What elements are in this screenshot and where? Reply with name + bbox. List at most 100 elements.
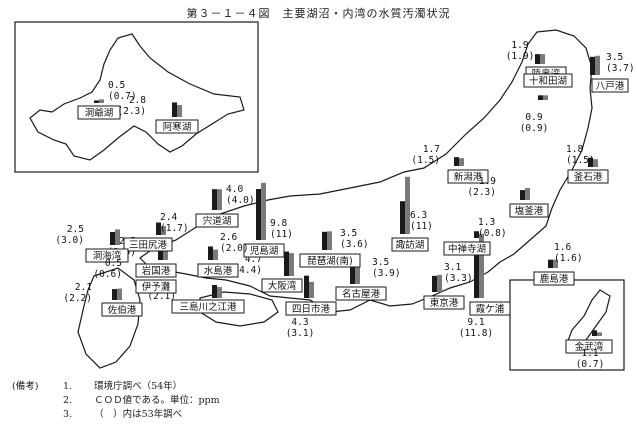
note-row: (備考) 1. 環境庁調べ（54年） <box>12 380 220 394</box>
bar-current <box>156 222 161 235</box>
location-label-box <box>135 279 177 294</box>
bar-current <box>590 56 595 75</box>
value-label-previous: (11.8) <box>459 328 493 339</box>
bar-current <box>548 259 553 268</box>
bar-current <box>172 102 177 117</box>
value-label-previous: (4.4) <box>233 265 262 276</box>
value-label-current: 1.7 <box>423 144 440 155</box>
bar-current <box>112 289 117 300</box>
location-label: 三田尻港 <box>129 239 168 251</box>
value-label-current: 1.9 <box>479 176 496 187</box>
location-label-box <box>135 263 177 278</box>
bar-previous <box>479 236 484 298</box>
bar-current <box>432 275 437 292</box>
bar-previous <box>161 226 166 235</box>
value-label-current: 9.1 <box>467 317 484 328</box>
label-layer: 洞爺湖0.5(0.7)阿寒湖2.8(2.3)陸奥湾1.9(1.9)八戸港3.5(… <box>55 40 634 370</box>
note-number: 2. <box>63 395 73 406</box>
value-label-current: 0.9 <box>525 112 542 123</box>
value-label-previous: (0.7) <box>108 91 137 102</box>
value-label-previous: (0.9) <box>520 123 549 134</box>
note-row: 3. （ ）内は53年調べ <box>12 408 220 422</box>
location-label-box <box>567 169 609 184</box>
bar-previous <box>117 288 122 300</box>
location-label-box <box>171 299 245 314</box>
location-label-box <box>195 213 239 228</box>
value-label-current: 1.8 <box>566 144 583 155</box>
location-label: 東京港 <box>430 297 459 309</box>
value-label-current: 3.5 <box>606 52 623 63</box>
value-label-current: 1.6 <box>554 242 571 253</box>
bar-layer <box>94 54 602 336</box>
location-label-box <box>101 302 143 317</box>
value-label-current: 2.1 <box>75 282 92 293</box>
value-label-previous: (3.1) <box>286 328 315 339</box>
notes: (備考) 1. 環境庁調べ（54年） 2. ＣＯＤ値である。単位：ppm 3. … <box>12 380 220 422</box>
bar-previous <box>553 259 558 268</box>
note-row: 2. ＣＯＤ値である。単位：ppm <box>12 394 220 408</box>
bar-previous <box>289 253 294 276</box>
value-label-previous: (0.6) <box>93 269 122 280</box>
chart-title: 第３－１－４図 主要湖沼・内湾の水質汚濁状況 <box>186 7 451 20</box>
location-label: 金武湾 <box>575 341 604 353</box>
location-label-box <box>443 241 491 256</box>
value-label-current: 6.3 <box>410 210 427 221</box>
location-label: 四日市港 <box>292 303 331 315</box>
bar-previous <box>479 233 484 238</box>
location-label-box <box>533 271 575 286</box>
location-label-box <box>335 286 387 301</box>
note-number: 3. <box>63 409 73 420</box>
bar-current <box>474 231 479 238</box>
location-label: 洞爺湖 <box>85 107 114 119</box>
value-label-previous: (3.3) <box>444 273 473 284</box>
bar-previous <box>405 176 410 234</box>
value-label-previous: (4.0) <box>226 195 255 206</box>
location-label-box <box>77 105 121 120</box>
bar-current <box>304 275 309 298</box>
bar-current <box>212 189 217 210</box>
shikoku-outline <box>199 291 279 327</box>
bar-current <box>454 157 459 166</box>
bar-current <box>94 100 99 103</box>
notes-header: (備考) <box>12 381 39 392</box>
bar-current <box>474 250 479 298</box>
value-label-previous: (3.0) <box>55 235 84 246</box>
bar-previous <box>261 182 266 240</box>
value-label-current: 2.8 <box>129 95 146 106</box>
bar-current <box>520 190 525 200</box>
value-label-previous: (1.5) <box>566 155 595 166</box>
value-label-current: 9.8 <box>270 218 287 229</box>
location-label-box <box>85 248 129 263</box>
value-label-current: 2.6 <box>220 232 237 243</box>
bar-previous <box>177 105 182 117</box>
value-label-previous: (2.2) <box>63 293 92 304</box>
value-label-previous: (1.5) <box>411 155 440 166</box>
bar-current <box>212 285 217 298</box>
location-label-box <box>299 253 361 268</box>
bar-current <box>158 247 163 260</box>
note-text: （ ）内は53年調べ <box>94 409 183 420</box>
location-label: 水島港 <box>204 265 233 277</box>
location-label: 名古屋港 <box>342 288 381 300</box>
value-label-previous: (3.9) <box>372 268 401 279</box>
bar-current <box>284 251 289 276</box>
bar-previous <box>525 188 530 200</box>
value-label-previous: (11) <box>410 221 433 232</box>
value-label-current: 3.5 <box>372 257 389 268</box>
location-label-box <box>261 278 303 293</box>
note-text: 環境庁調べ（54年） <box>94 381 183 392</box>
hokkaido-outline <box>29 33 245 161</box>
value-label-current: 1.3 <box>478 217 495 228</box>
value-label-current: 0.5 <box>105 258 122 269</box>
value-label-previous: (1.6) <box>554 253 583 264</box>
bar-current <box>256 189 261 240</box>
value-label-previous: (2.1) <box>147 291 176 302</box>
location-label-box <box>197 263 239 278</box>
bar-previous <box>459 158 464 166</box>
bar-previous <box>593 159 598 167</box>
location-label-box <box>243 243 285 258</box>
value-label-current: 1.1 <box>581 348 598 359</box>
value-label-previous: (2.3) <box>467 187 496 198</box>
